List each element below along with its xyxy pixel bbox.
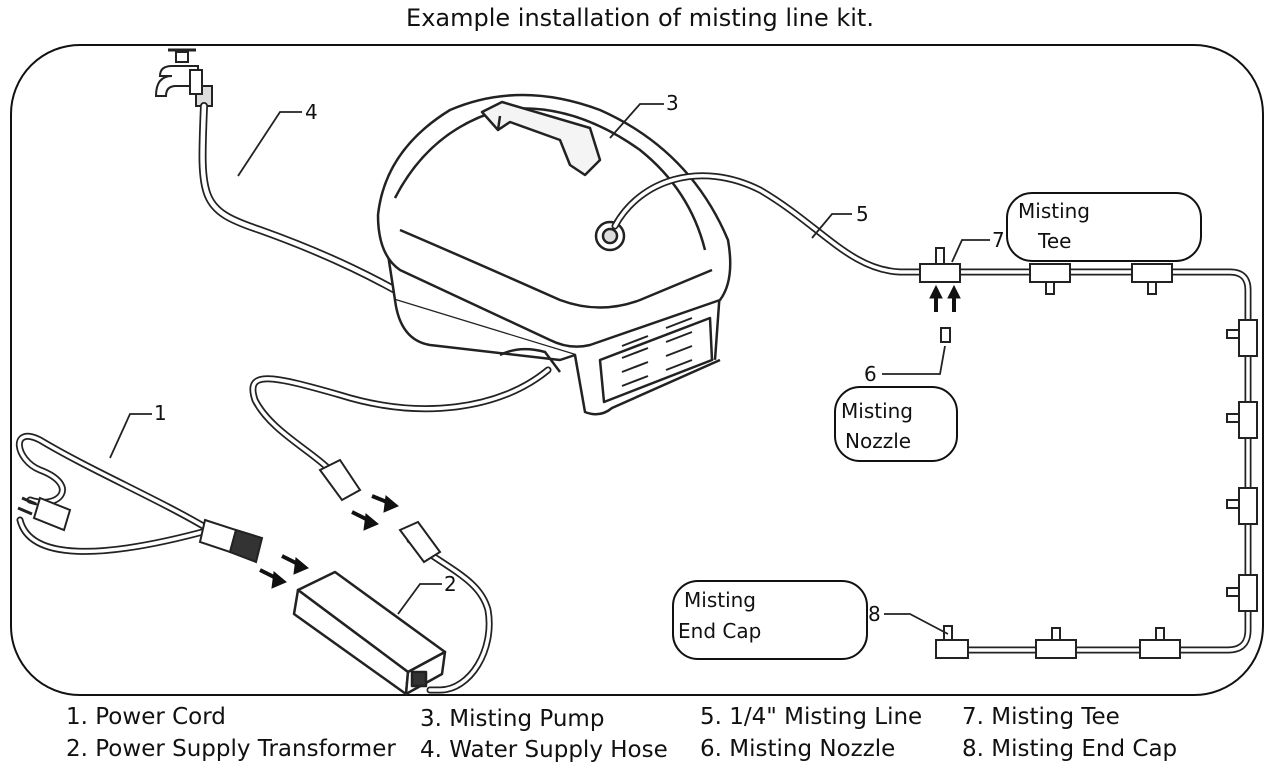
callout-4: 4 [305, 100, 318, 124]
dc-connector [318, 458, 442, 564]
callout-5: 5 [856, 202, 869, 226]
power-supply-transformer [292, 570, 447, 696]
callout-7: 7 [992, 228, 1005, 252]
endcap-bubble-line2: End Cap [678, 619, 762, 643]
diagram-title: Example installation of misting line kit… [406, 4, 874, 32]
nozzle-bubble-line1: Misting [841, 399, 914, 423]
legend-item-7: 7. Misting Tee [962, 704, 1120, 730]
legend-item-6: 6. Misting Nozzle [700, 736, 896, 762]
callout-1: 1 [154, 401, 167, 425]
endcap-bubble [672, 580, 868, 660]
misting-nozzle-part [940, 327, 951, 343]
callout-3: 3 [666, 91, 679, 115]
callout-leaders [109, 103, 990, 635]
legend-item-3: 3. Misting Pump [420, 706, 605, 732]
nozzle-bubble [834, 386, 958, 462]
legend-item-1: 1. Power Cord [66, 704, 226, 730]
legend-item-2: 2. Power Supply Transformer [66, 736, 396, 762]
misting-line-loop [925, 268, 1252, 654]
legend-item-4: 4. Water Supply Hose [420, 737, 668, 763]
plug-icon [17, 496, 72, 532]
faucet-icon [154, 48, 213, 107]
tee-bubble-line1: Misting [1018, 199, 1091, 223]
tee-bubble-line2: Tee [1038, 229, 1072, 253]
diagram-frame [10, 44, 1264, 696]
iec-connector [198, 518, 264, 564]
legend-item-8: 8. Misting End Cap [962, 736, 1178, 762]
callout-6: 6 [864, 362, 877, 386]
callout-8: 8 [868, 602, 881, 626]
misting-tee-fittings [919, 247, 1258, 659]
legend-item-5: 5. 1/4" Misting Line [700, 704, 923, 730]
arrow-icon [259, 284, 961, 589]
nozzle-bubble-line2: Nozzle [845, 429, 912, 453]
endcap-bubble-line1: Misting [684, 588, 757, 612]
callout-2: 2 [444, 572, 457, 596]
tee-bubble [1006, 192, 1202, 262]
misting-pump [376, 93, 732, 416]
